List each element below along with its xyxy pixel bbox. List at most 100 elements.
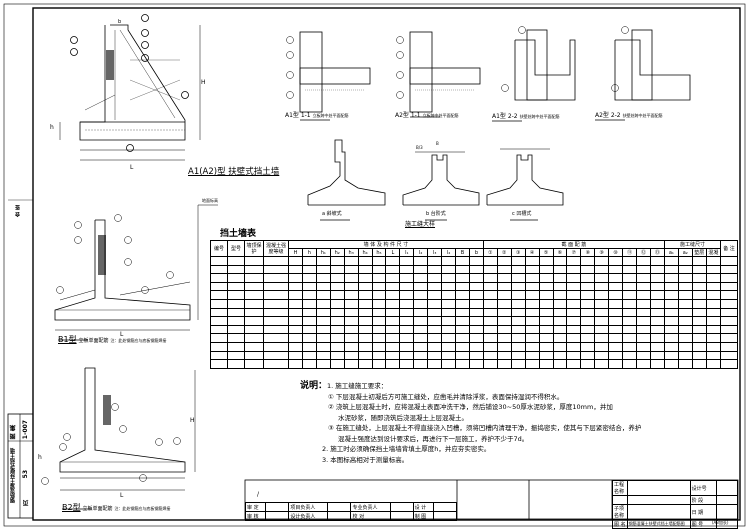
table-cell	[608, 307, 624, 318]
table-cell	[594, 324, 610, 335]
table-cell	[227, 290, 245, 300]
section-label: A1型 1-1	[285, 112, 311, 119]
table-cell	[649, 281, 665, 292]
table-cell	[594, 290, 610, 300]
table-cell	[677, 316, 693, 326]
table-cell	[636, 298, 651, 309]
table-cell	[705, 264, 722, 275]
table-cell	[227, 359, 245, 369]
table-cell	[580, 307, 596, 318]
table-cell	[371, 316, 387, 326]
table-cell	[357, 273, 373, 283]
note-1c-cont: 混凝土强度达到设计要求后，再进行下一层施工，养护不少于7d。	[338, 434, 529, 443]
project-name-label: 工程名称	[612, 480, 628, 496]
table-cell	[482, 307, 498, 318]
table-cell	[385, 273, 401, 283]
table-cell	[691, 307, 707, 318]
table-cell	[608, 359, 624, 369]
table-cell	[566, 256, 582, 266]
header-remark: 备 注	[720, 240, 738, 257]
table-cell	[441, 341, 457, 352]
table-cell	[510, 359, 526, 369]
table-cell	[496, 333, 512, 343]
table-cell	[413, 333, 429, 343]
table-cell	[552, 298, 568, 309]
table-cell	[371, 298, 387, 309]
table-cell	[482, 298, 498, 309]
table-cell	[441, 359, 457, 369]
note-3: 3. 本图标高相对于测量标高。	[322, 455, 409, 464]
table-cell	[720, 256, 738, 266]
table-cell	[580, 273, 596, 283]
table-cell	[385, 290, 401, 300]
table-cell	[301, 316, 317, 326]
table-cell	[357, 350, 373, 361]
header-joint-col: 垫层	[691, 248, 707, 257]
table-cell	[263, 341, 289, 352]
table-cell	[288, 316, 303, 326]
table-cell	[357, 281, 373, 292]
table-cell	[385, 359, 401, 369]
table-cell	[496, 290, 512, 300]
table-cell	[315, 359, 331, 369]
table-cell	[343, 316, 359, 326]
discipline-lead-label: 专业负责人	[350, 502, 391, 512]
table-cell	[301, 350, 317, 361]
table-cell	[244, 316, 264, 326]
table-cell	[441, 273, 457, 283]
table-cell	[524, 298, 540, 309]
table-cell	[608, 273, 624, 283]
table-cell	[622, 298, 638, 309]
draw-label: 制 图	[412, 511, 435, 521]
design-lead-label: 设计负责人	[288, 511, 329, 521]
table-cell	[399, 341, 415, 352]
table-cell	[329, 350, 345, 361]
table-cell	[482, 256, 498, 266]
b2-note: 注：此处钢筋应与底板钢筋焊接	[114, 506, 171, 511]
signature-table: 审 定 项目负责人 专业负责人 设 计 审 核 设计负责人 校 对 制 图	[244, 502, 457, 521]
table-cell	[594, 341, 610, 352]
table-cell	[315, 256, 331, 266]
table-cell	[496, 324, 512, 335]
table-cell	[329, 333, 345, 343]
header-model: 型号	[227, 240, 245, 257]
table-cell	[210, 324, 228, 335]
table-cell	[441, 324, 457, 335]
table-cell	[691, 316, 707, 326]
table-cell	[649, 307, 665, 318]
header-concrete: 混凝土强度等级	[263, 240, 289, 257]
table-cell	[263, 256, 289, 266]
table-cell	[227, 281, 245, 292]
table-cell	[413, 281, 429, 292]
table-cell	[413, 298, 429, 309]
table-cell	[288, 281, 303, 292]
table-row	[210, 324, 738, 335]
table-cell	[636, 290, 651, 300]
table-cell	[691, 298, 707, 309]
header-dim-col: l₄	[441, 248, 457, 257]
b1-subtitle: 立板单面配筋	[78, 338, 109, 344]
table-cell	[441, 290, 457, 300]
table-cell	[385, 324, 401, 335]
table-cell	[720, 290, 738, 300]
header-dim-col: L	[385, 248, 401, 257]
table-cell	[468, 273, 484, 283]
table-cell	[649, 290, 665, 300]
table-cell	[482, 264, 498, 275]
table-cell	[329, 307, 345, 318]
table-cell	[329, 316, 345, 326]
table-cell	[552, 324, 568, 335]
table-cell	[622, 264, 638, 275]
table-cell	[496, 264, 512, 275]
title-block-frame	[244, 479, 739, 520]
table-cell	[663, 264, 679, 275]
table-cell	[399, 316, 415, 326]
dim-b-a1: b	[118, 19, 122, 25]
table-cell	[315, 333, 331, 343]
table-cell	[301, 333, 317, 343]
table-cell	[413, 350, 429, 361]
table-cell	[608, 324, 624, 335]
atlas-name: 钢筋混凝土扶壁式挡土墙	[10, 448, 16, 503]
table-cell	[482, 273, 498, 283]
